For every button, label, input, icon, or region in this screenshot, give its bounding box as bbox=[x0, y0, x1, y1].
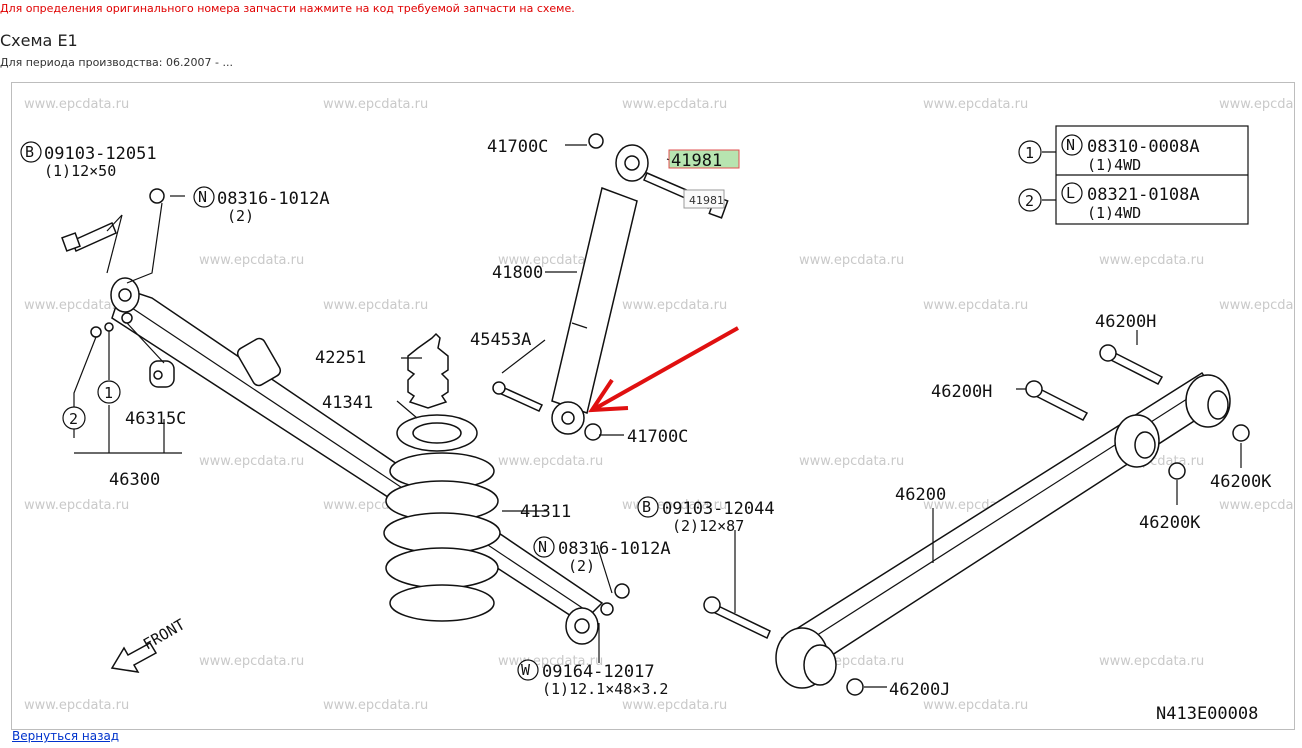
legend-note: (1)4WD bbox=[1087, 204, 1141, 222]
letter-n: N bbox=[538, 538, 547, 556]
watermark: www.epcdata.ru bbox=[199, 654, 304, 669]
watermark: www.epcdata.ru bbox=[923, 698, 1028, 713]
watermark: www.epcdata.ru bbox=[1099, 253, 1204, 268]
watermark: www.epcdata.ru bbox=[923, 298, 1028, 313]
watermark: www.epcdata.ru bbox=[799, 253, 904, 268]
watermark: www.epcdata.ru bbox=[622, 298, 727, 313]
part-41800[interactable]: 41800 bbox=[492, 263, 543, 283]
watermark: www.epcdata.ru bbox=[622, 698, 727, 713]
part-code: 09164-12017 bbox=[542, 662, 655, 682]
part-46300[interactable]: 46300 bbox=[109, 470, 160, 490]
part-code: 08316-1012A bbox=[217, 189, 330, 209]
part-qty: (2) bbox=[568, 557, 595, 575]
production-period: Для периода производства: 06.2007 - ... bbox=[0, 56, 233, 69]
watermark: www.epcdata.ru bbox=[323, 698, 428, 713]
part-41700c-bottom[interactable]: 41700C bbox=[627, 427, 688, 447]
part-qty: (1)12.1×48×3.2 bbox=[542, 680, 668, 698]
front-direction-indicator: FRONT bbox=[110, 615, 188, 673]
legend-number: 1 bbox=[1025, 144, 1034, 162]
back-link[interactable]: Вернуться назад bbox=[12, 729, 120, 743]
legend-letter: N bbox=[1066, 136, 1075, 154]
watermark: www.epcdata.ru bbox=[24, 97, 129, 112]
watermark: www.epcdata.ru bbox=[1219, 298, 1294, 313]
part-41341[interactable]: 41341 bbox=[322, 393, 373, 413]
parts-diagram: www.epcdata.ru www.epcdata.ru www.epcdat… bbox=[11, 82, 1295, 730]
watermark: www.epcdata.ru bbox=[622, 97, 727, 112]
part-46200j[interactable]: 46200J bbox=[889, 680, 950, 700]
part-qty: (2)12×87 bbox=[672, 517, 744, 535]
circle-number: 2 bbox=[69, 410, 78, 428]
legend-number: 2 bbox=[1025, 192, 1034, 210]
watermark: www.epcdata.ru bbox=[323, 97, 428, 112]
watermark: www.epcdata.ru bbox=[24, 498, 129, 513]
diagram-canvas: www.epcdata.ru www.epcdata.ru www.epcdat… bbox=[20, 97, 1294, 724]
part-46200[interactable]: 46200 bbox=[895, 485, 946, 505]
part-46200h-mid[interactable]: 46200H bbox=[931, 382, 992, 402]
watermark: www.epcdata.ru bbox=[323, 298, 428, 313]
circle-callout-2[interactable]: 2 bbox=[62, 406, 86, 430]
part-42251[interactable]: 42251 bbox=[315, 348, 366, 368]
w-09164-12017-callout[interactable]: W 09164-12017 (1)12.1×48×3.2 bbox=[517, 659, 668, 698]
diagram-code: N413E00008 bbox=[1156, 704, 1258, 724]
n-08316-1012a-top-callout[interactable]: N 08316-1012A (2) bbox=[193, 186, 330, 225]
watermark: www.epcdata.ru bbox=[24, 298, 129, 313]
watermark: www.epcdata.ru bbox=[24, 698, 129, 713]
coil-spring-drawing bbox=[383, 332, 547, 622]
b-09103-12051-callout[interactable]: B 09103-12051 (1)12×50 bbox=[20, 141, 157, 180]
legend-table: 1 N 08310-0008A (1)4WD 2 L 08321-0108A (… bbox=[1018, 125, 1249, 225]
part-45453a[interactable]: 45453A bbox=[470, 330, 531, 350]
watermark: www.epcdata.ru bbox=[498, 253, 603, 268]
front-label: FRONT bbox=[140, 615, 188, 653]
n-08316-1012a-bottom-callout[interactable]: N 08316-1012A (2) bbox=[533, 536, 671, 575]
legend-code: 08310-0008A bbox=[1087, 137, 1200, 157]
legend-row[interactable]: 2 L 08321-0108A (1)4WD bbox=[1018, 182, 1200, 222]
watermarks: www.epcdata.ru www.epcdata.ru www.epcdat… bbox=[24, 97, 1294, 713]
part-46200k-right[interactable]: 46200K bbox=[1210, 472, 1272, 492]
part-41981-callout[interactable]: 41981 bbox=[668, 149, 740, 171]
watermark: www.epcdata.ru bbox=[799, 454, 904, 469]
b-09103-12044-callout[interactable]: B 09103-12044 (2)12×87 bbox=[637, 496, 775, 535]
part-41700c-top[interactable]: 41700C bbox=[487, 137, 548, 157]
part-46200k-lower[interactable]: 46200K bbox=[1139, 513, 1201, 533]
watermark: www.epcdata.ru bbox=[498, 454, 603, 469]
part-41311[interactable]: 41311 bbox=[520, 502, 571, 522]
part-46315c[interactable]: 46315C bbox=[125, 409, 186, 429]
part-code: 09103-12044 bbox=[662, 499, 775, 519]
part-code: 41981 bbox=[671, 151, 722, 171]
watermark: www.epcdata.ru bbox=[923, 97, 1028, 112]
legend-letter: L bbox=[1066, 184, 1075, 202]
instruction-text: Для определения оригинального номера зап… bbox=[0, 2, 575, 15]
shock-absorber-drawing bbox=[492, 133, 729, 441]
part-qty: (1)12×50 bbox=[44, 162, 116, 180]
part-qty: (2) bbox=[227, 207, 254, 225]
part-code: 08316-1012A bbox=[558, 539, 671, 559]
highlight-box bbox=[668, 149, 740, 169]
circle-number: 1 bbox=[104, 384, 113, 402]
watermark: www.epcdata.ru bbox=[1099, 654, 1204, 669]
watermark: www.epcdata.ru bbox=[199, 253, 304, 268]
tooltip-text: 41981 bbox=[689, 194, 724, 207]
lateral-link-drawing bbox=[596, 330, 1250, 696]
legend-note: (1)4WD bbox=[1087, 156, 1141, 174]
letter-b: B bbox=[25, 143, 34, 161]
part-code: 09103-12051 bbox=[44, 144, 157, 164]
pointer-arrow bbox=[588, 326, 739, 413]
watermark: www.epcdata.ru bbox=[1219, 498, 1294, 513]
letter-w: W bbox=[521, 661, 531, 679]
watermark: www.epcdata.ru bbox=[199, 454, 304, 469]
tooltip: 41981 bbox=[683, 189, 725, 209]
letter-b: B bbox=[642, 498, 651, 516]
part-46200h-top[interactable]: 46200H bbox=[1095, 312, 1156, 332]
legend-code: 08321-0108A bbox=[1087, 185, 1200, 205]
page-title: Схема E1 bbox=[0, 31, 78, 50]
legend-row[interactable]: 1 N 08310-0008A (1)4WD bbox=[1018, 134, 1200, 174]
circle-callout-1[interactable]: 1 bbox=[97, 380, 121, 404]
watermark: www.epcdata.ru bbox=[1219, 97, 1294, 112]
letter-n: N bbox=[198, 188, 207, 206]
